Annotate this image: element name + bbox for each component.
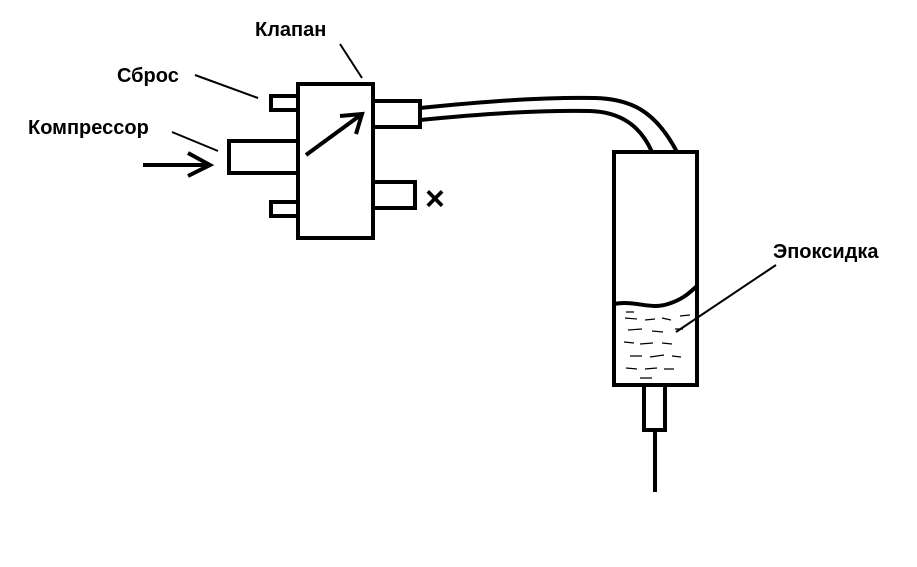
output-port xyxy=(371,99,422,129)
epoxy-liquid xyxy=(623,311,691,379)
reset-port-top xyxy=(269,94,300,112)
leader-valve xyxy=(339,43,363,79)
label-reset: Сброс xyxy=(117,65,179,87)
syringe-nozzle xyxy=(642,383,667,432)
compressor-port xyxy=(227,139,300,175)
reset-port-bottom xyxy=(269,200,300,218)
leader-reset xyxy=(194,74,259,99)
input-arrow-icon xyxy=(143,151,215,178)
closed-port xyxy=(371,180,417,210)
closed-port-mark: × xyxy=(425,180,445,218)
flow-arrow-icon xyxy=(304,111,365,157)
hose xyxy=(419,95,679,153)
leader-epoxy xyxy=(675,264,777,333)
label-valve: Клапан xyxy=(255,19,326,41)
label-epoxy: Эпоксидка xyxy=(773,241,879,263)
epoxy-surface xyxy=(613,284,699,308)
valve-body xyxy=(296,82,375,240)
leader-compressor xyxy=(171,131,219,152)
syringe-barrel xyxy=(612,150,699,387)
label-compressor: Компрессор xyxy=(28,117,149,139)
